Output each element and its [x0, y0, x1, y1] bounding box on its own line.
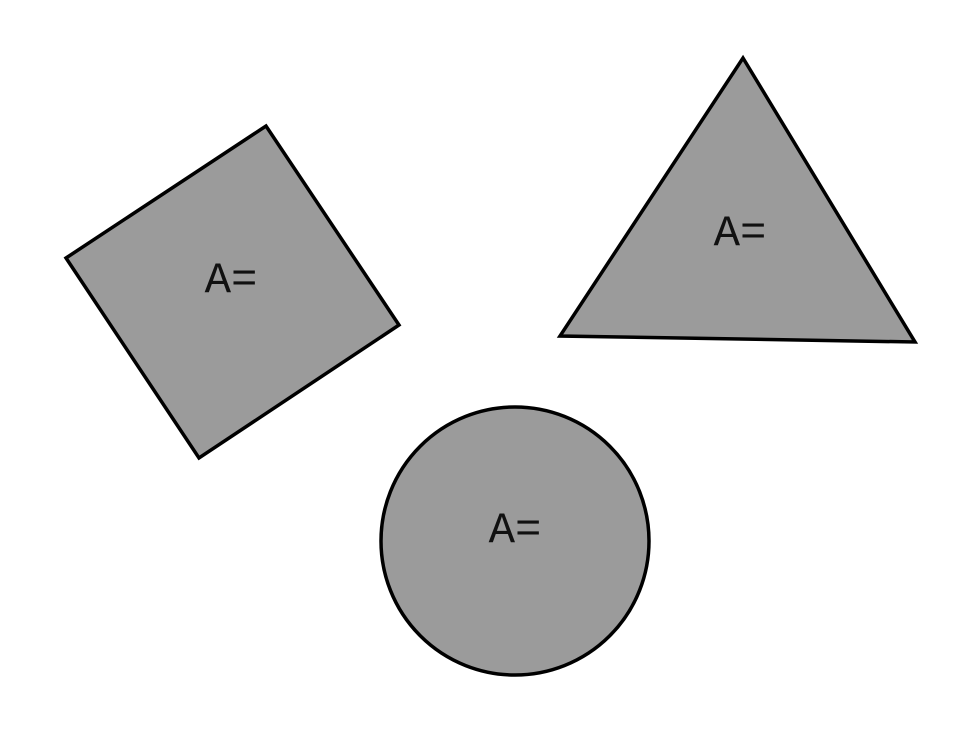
circle-shape	[379, 405, 651, 677]
triangle-area-label: A=	[714, 209, 767, 259]
square-shape	[63, 123, 402, 461]
triangle-shape	[556, 54, 919, 344]
triangle-shape-group: A=	[556, 54, 919, 344]
square-shape-group: A=	[63, 123, 402, 461]
circle-shape-group: A=	[379, 405, 651, 677]
square-area-label: A=	[205, 256, 258, 306]
circle-area-label: A=	[489, 506, 542, 556]
